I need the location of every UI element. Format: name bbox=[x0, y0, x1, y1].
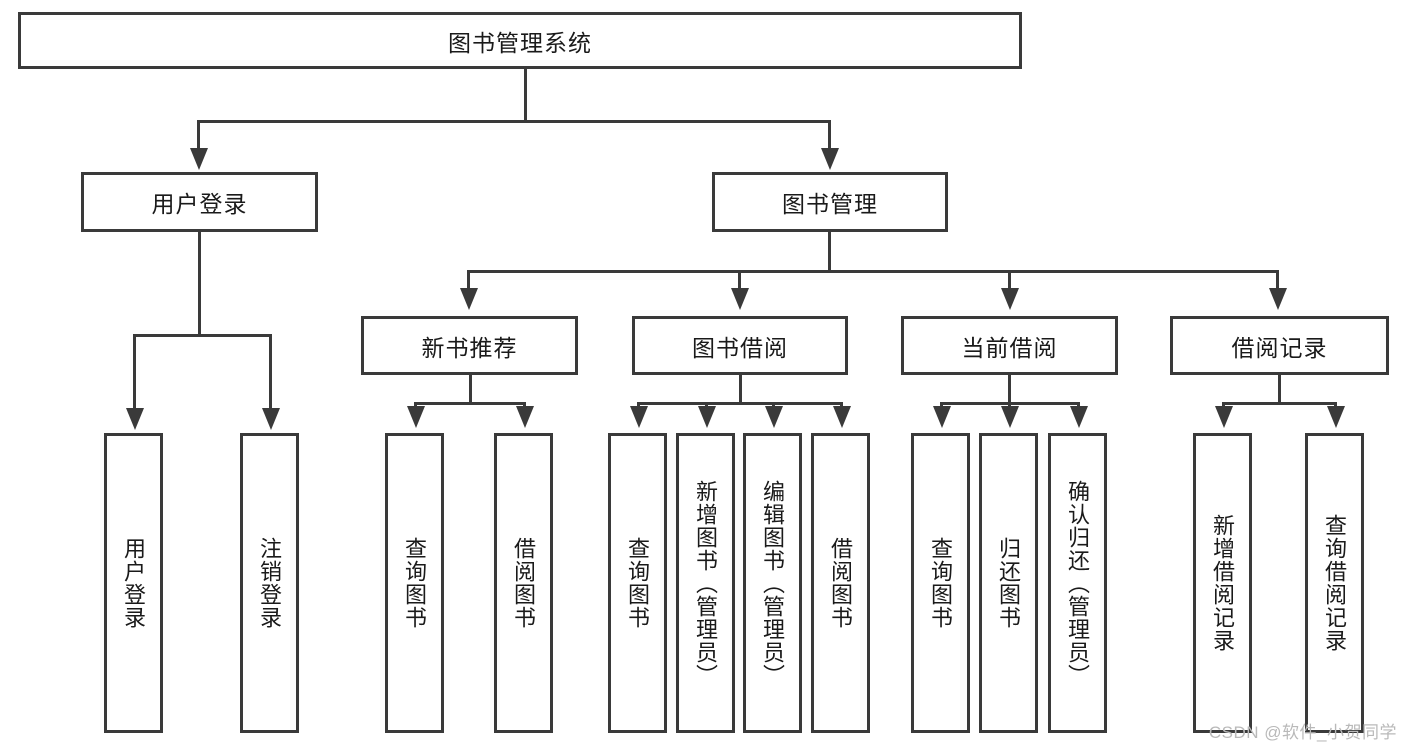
node-new-book-recommend-label: 新书推荐 bbox=[421, 334, 518, 361]
connector-user-login-bar bbox=[133, 334, 271, 337]
node-book-manage-label: 图书管理 bbox=[782, 191, 878, 217]
node-root[interactable]: 图书管理系统 bbox=[18, 12, 1022, 69]
node-leaf-edit-book-label: 编辑图书（管理员） bbox=[760, 479, 786, 687]
node-user-login-label: 用户登录 bbox=[151, 191, 248, 217]
connector-user-login-drop-1 bbox=[133, 334, 136, 412]
arrow-nbr-leaf-1 bbox=[407, 406, 425, 428]
arrow-root-to-user-login bbox=[190, 148, 208, 170]
connector-cb-stem bbox=[1008, 375, 1011, 405]
node-leaf-borrow-book-2-label: 借阅图书 bbox=[828, 537, 854, 629]
arrow-cb-leaf-3 bbox=[1070, 406, 1088, 428]
node-leaf-query-borrow-record[interactable]: 查询借阅记录 bbox=[1305, 433, 1364, 733]
arrow-user-login-leaf-2 bbox=[262, 408, 280, 430]
connector-bm-drop-4 bbox=[1276, 270, 1279, 292]
arrow-bb-leaf-1 bbox=[630, 406, 648, 428]
connector-br-stem bbox=[1278, 375, 1281, 405]
connector-root-stem bbox=[524, 69, 527, 122]
node-leaf-confirm-return[interactable]: 确认归还（管理员） bbox=[1048, 433, 1107, 733]
node-current-borrow-label: 当前借阅 bbox=[961, 334, 1058, 361]
node-borrow-record-label: 借阅记录 bbox=[1231, 334, 1328, 361]
node-book-borrow-label: 图书借阅 bbox=[692, 334, 788, 361]
node-current-borrow[interactable]: 当前借阅 bbox=[901, 316, 1118, 375]
node-leaf-add-book-label: 新增图书（管理员） bbox=[693, 479, 719, 687]
arrow-bb-leaf-2 bbox=[698, 406, 716, 428]
node-leaf-query-book-2[interactable]: 查询图书 bbox=[608, 433, 667, 733]
node-leaf-query-book-3-label: 查询图书 bbox=[928, 537, 954, 629]
node-new-book-recommend[interactable]: 新书推荐 bbox=[361, 316, 578, 375]
connector-root-to-book-manage bbox=[828, 120, 831, 152]
node-leaf-user-login-label: 用户登录 bbox=[121, 537, 147, 629]
connector-bb-stem bbox=[739, 375, 742, 405]
arrow-cb-leaf-1 bbox=[933, 406, 951, 428]
arrow-nbr-leaf-2 bbox=[516, 406, 534, 428]
node-book-manage[interactable]: 图书管理 bbox=[712, 172, 948, 232]
node-leaf-add-borrow-record[interactable]: 新增借阅记录 bbox=[1193, 433, 1252, 733]
connector-root-bar bbox=[197, 120, 831, 123]
connector-bm-drop-2 bbox=[738, 270, 741, 292]
arrow-bb-leaf-3 bbox=[765, 406, 783, 428]
arrow-cb-leaf-2 bbox=[1001, 406, 1019, 428]
node-leaf-query-book-1[interactable]: 查询图书 bbox=[385, 433, 444, 733]
arrow-br-leaf-2 bbox=[1327, 406, 1345, 428]
connector-bm-drop-1 bbox=[467, 270, 470, 292]
node-leaf-user-login[interactable]: 用户登录 bbox=[104, 433, 163, 733]
arrow-bb-leaf-4 bbox=[833, 406, 851, 428]
connector-book-manage-stem bbox=[828, 232, 831, 273]
connector-nbr-bar bbox=[414, 402, 526, 405]
csdn-watermark: CSDN @软件_小贺同学 bbox=[1208, 723, 1397, 742]
arrow-user-login-leaf-1 bbox=[126, 408, 144, 430]
arrow-root-to-book-manage bbox=[821, 148, 839, 170]
node-leaf-return-book-label: 归还图书 bbox=[996, 537, 1022, 629]
arrow-bm-current-borrow bbox=[1001, 288, 1019, 310]
node-leaf-logout-login-label: 注销登录 bbox=[257, 537, 283, 629]
connector-bb-bar bbox=[637, 402, 842, 405]
node-root-label: 图书管理系统 bbox=[448, 29, 592, 56]
node-leaf-query-book-2-label: 查询图书 bbox=[625, 537, 651, 629]
connector-nbr-stem bbox=[469, 375, 472, 405]
node-leaf-add-borrow-record-label: 新增借阅记录 bbox=[1210, 514, 1236, 652]
node-borrow-record[interactable]: 借阅记录 bbox=[1170, 316, 1389, 375]
node-leaf-borrow-book-2[interactable]: 借阅图书 bbox=[811, 433, 870, 733]
connector-root-to-user-login bbox=[197, 120, 200, 152]
connector-book-manage-bar bbox=[467, 270, 1279, 273]
node-leaf-borrow-book-1-label: 借阅图书 bbox=[511, 537, 537, 629]
node-user-login[interactable]: 用户登录 bbox=[81, 172, 318, 232]
connector-bm-drop-3 bbox=[1008, 270, 1011, 292]
node-leaf-logout-login[interactable]: 注销登录 bbox=[240, 433, 299, 733]
node-leaf-borrow-book-1[interactable]: 借阅图书 bbox=[494, 433, 553, 733]
arrow-br-leaf-1 bbox=[1215, 406, 1233, 428]
node-leaf-add-book[interactable]: 新增图书（管理员） bbox=[676, 433, 735, 733]
connector-user-login-drop-2 bbox=[269, 334, 272, 412]
node-leaf-query-book-1-label: 查询图书 bbox=[402, 537, 428, 629]
node-leaf-edit-book[interactable]: 编辑图书（管理员） bbox=[743, 433, 802, 733]
connector-user-login-stem bbox=[198, 232, 201, 337]
node-leaf-confirm-return-label: 确认归还（管理员） bbox=[1065, 479, 1091, 687]
arrow-bm-book-borrow bbox=[731, 288, 749, 310]
connector-br-bar bbox=[1222, 402, 1337, 405]
node-leaf-return-book[interactable]: 归还图书 bbox=[979, 433, 1038, 733]
node-book-borrow[interactable]: 图书借阅 bbox=[632, 316, 848, 375]
arrow-bm-new-book-recommend bbox=[460, 288, 478, 310]
node-leaf-query-borrow-record-label: 查询借阅记录 bbox=[1322, 514, 1348, 652]
node-leaf-query-book-3[interactable]: 查询图书 bbox=[911, 433, 970, 733]
arrow-bm-borrow-record bbox=[1269, 288, 1287, 310]
